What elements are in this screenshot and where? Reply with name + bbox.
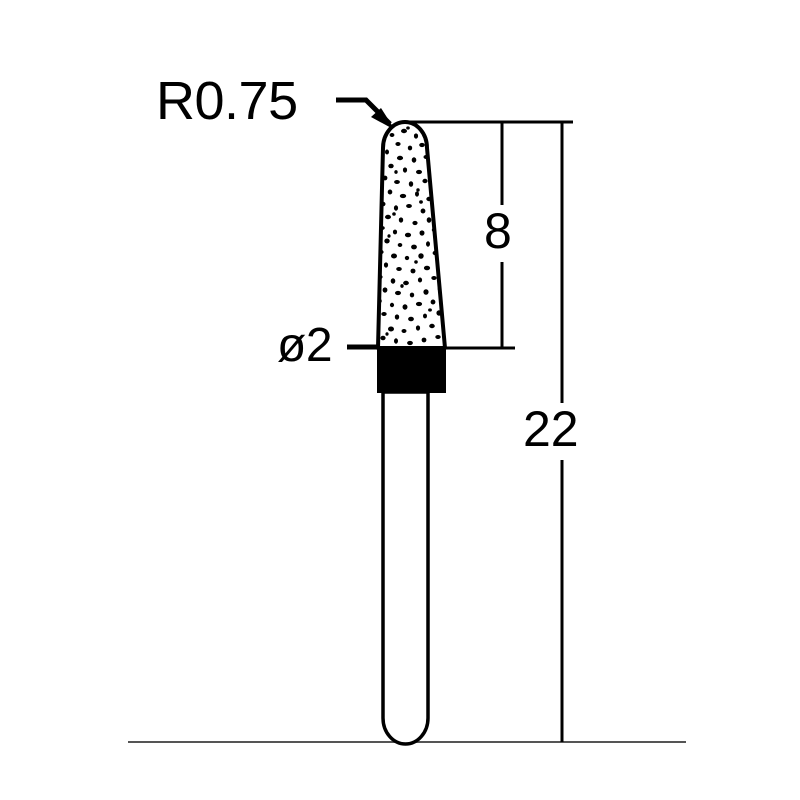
leader-arrowhead-tip-radius [371, 108, 395, 130]
label-total-length: 22 [523, 401, 579, 457]
shank-body [381, 390, 430, 746]
label-head-length: 8 [484, 203, 512, 259]
label-tip-radius: R0.75 [156, 71, 298, 131]
label-head-diameter: ø2 [277, 319, 333, 372]
identification-band [377, 347, 446, 393]
diamond-grit-texture [378, 126, 445, 346]
